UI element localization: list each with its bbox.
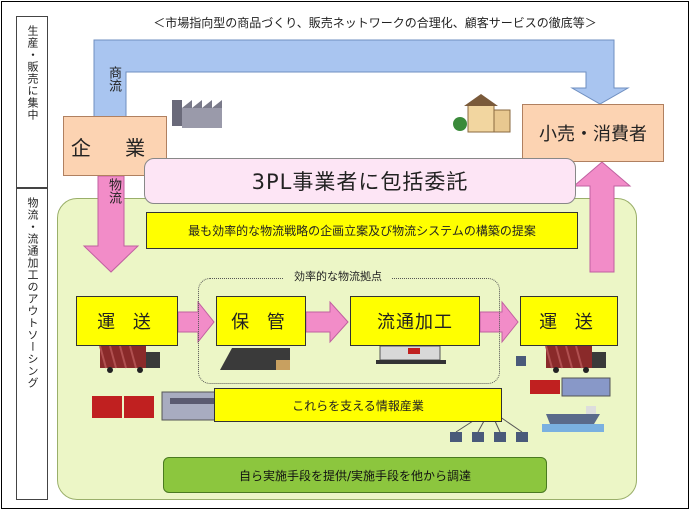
butsuryuu-arrow — [82, 175, 140, 273]
retail-up-arrow — [572, 161, 632, 273]
logistics-base-label: 効率的な物流拠点 — [284, 268, 392, 284]
shouryuu-arrow — [93, 39, 630, 119]
trailer-icon — [376, 345, 446, 364]
store-icon — [453, 94, 511, 133]
implementation-note: 自ら実施手段を提供/実施手段を他から調達 — [163, 457, 547, 493]
shouryuu-label: 商流 — [106, 66, 121, 92]
process-arrow-2 — [305, 300, 349, 344]
process-transport-2: 運 送 — [520, 296, 618, 346]
side-label-production: 生産・販売に集中 — [16, 16, 48, 188]
warehouse-icon — [220, 348, 290, 370]
butsuryuu-label: 物流 — [106, 178, 121, 204]
truck-icon — [99, 345, 160, 373]
3pl-banner: 3PL事業者に包括委託 — [144, 158, 576, 204]
proposal-box: 最も効率的な物流戦略の企画立案及び物流システムの構築の提案 — [146, 212, 578, 249]
factory-icon — [172, 100, 222, 128]
process-storage: 保 管 — [216, 296, 306, 346]
retail-consumer-box: 小売・消費者 — [522, 104, 664, 162]
train-icon-right — [530, 377, 611, 397]
side-label-outsourcing: 物流・流通加工のアウトソーシング — [16, 188, 48, 500]
truck-icon-right — [545, 345, 606, 373]
process-distribution-processing: 流通加工 — [350, 296, 480, 346]
train-icon — [92, 391, 223, 421]
info-industry-box: これらを支える情報産業 — [214, 388, 502, 422]
top-note: ＜市場指向型の商品づくり、販売ネットワークの合理化、顧客サービスの徹底等＞ — [153, 16, 597, 30]
ship-icon — [542, 406, 604, 432]
process-transport-1: 運 送 — [76, 296, 178, 346]
